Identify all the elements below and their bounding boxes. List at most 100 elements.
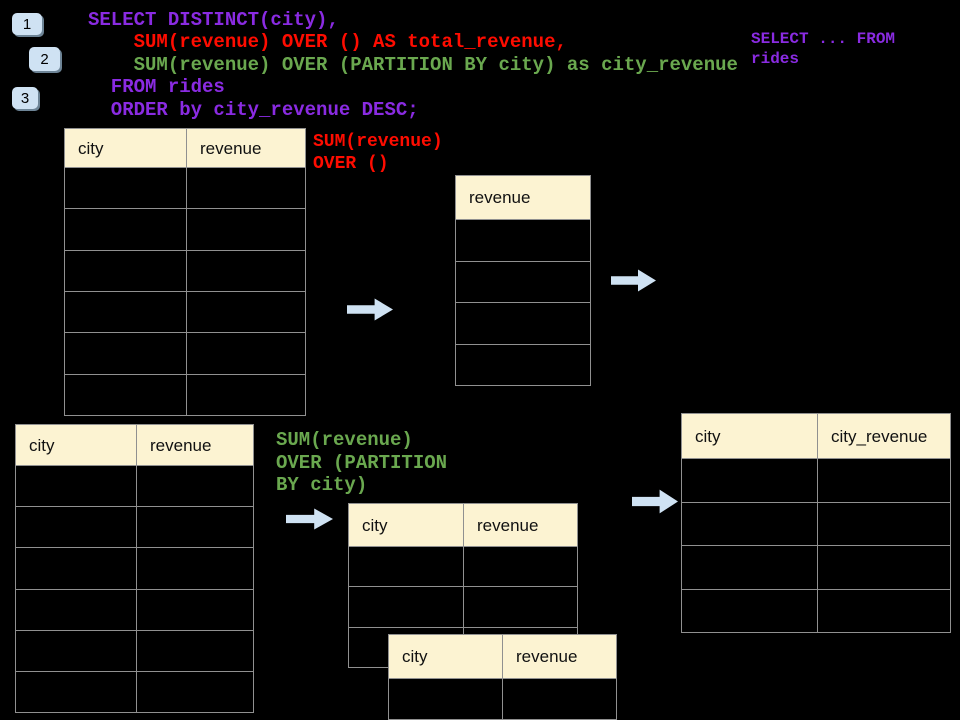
- arrow-right-icon: [286, 508, 333, 530]
- table-row: [349, 546, 577, 587]
- code-line: SELECT DISTINCT(city),: [88, 9, 339, 31]
- empty-cell: [137, 466, 253, 506]
- code-line: BY city): [276, 474, 368, 496]
- result-table-city-revenue: city city_revenue: [681, 413, 951, 633]
- empty-cell: [456, 345, 590, 386]
- empty-cell: [16, 671, 137, 713]
- empty-cell: [818, 546, 950, 589]
- empty-cell: [65, 250, 187, 291]
- column-header-revenue: revenue: [150, 435, 212, 455]
- column-header-city_revenue: city_revenue: [831, 426, 928, 446]
- empty-cell: [187, 168, 305, 208]
- column-header-city: city: [65, 129, 187, 167]
- table-header-row: city revenue: [389, 635, 616, 678]
- empty-cell: [187, 209, 305, 249]
- code-line: OVER (PARTITION: [276, 451, 448, 474]
- empty-cell: [818, 459, 950, 502]
- table-row: [65, 208, 305, 250]
- empty-cell: [682, 502, 818, 545]
- empty-cell: [389, 679, 503, 719]
- step-badge-2: 2: [29, 47, 60, 71]
- empty-cell: [187, 333, 305, 373]
- table-row: [456, 219, 590, 261]
- result-table-revenue: revenue: [455, 175, 591, 386]
- empty-cell: [187, 375, 305, 415]
- empty-cell: [456, 220, 590, 261]
- column-header-city: city: [349, 504, 464, 546]
- table-row: [16, 670, 253, 713]
- empty-cell: [16, 507, 137, 548]
- code-line: SUM(revenue) OVER (PARTITION BY city) as…: [88, 53, 738, 76]
- empty-cell: [65, 291, 187, 333]
- step-badge-1: 1: [12, 13, 42, 35]
- arrow-right-icon: [632, 489, 678, 514]
- empty-cell: [456, 303, 590, 344]
- empty-cell: [137, 672, 253, 712]
- column-header-revenue: revenue: [200, 138, 262, 158]
- step-badge-3: 3: [12, 87, 38, 109]
- code-line: SELECT ... FROM: [751, 30, 896, 48]
- table-row: [16, 465, 253, 507]
- empty-cell: [503, 679, 616, 719]
- column-header-revenue: revenue: [516, 647, 578, 666]
- column-header-revenue: revenue: [469, 188, 531, 207]
- column-header-city: city: [16, 425, 137, 465]
- partition-table-city-revenue: city revenue: [348, 503, 578, 668]
- table-header-row: city city_revenue: [682, 414, 950, 458]
- table-row: [65, 249, 305, 291]
- empty-cell: [456, 262, 590, 303]
- empty-cell: [818, 503, 950, 546]
- code-line: OVER (): [313, 154, 389, 174]
- column-header-city: city: [682, 414, 818, 458]
- empty-cell: [16, 466, 137, 507]
- empty-cell: [65, 168, 187, 209]
- code-line: SUM(revenue): [313, 132, 443, 152]
- table-row: [16, 506, 253, 548]
- empty-cell: [187, 251, 305, 291]
- table-row: [16, 588, 253, 630]
- total-revenue-window-label: SUM(revenue)OVER (): [313, 131, 443, 175]
- table-row: [16, 629, 253, 671]
- arrow-right-icon: [347, 298, 393, 321]
- table-header-row: city revenue: [16, 425, 253, 465]
- empty-cell: [137, 548, 253, 588]
- empty-cell: [65, 209, 187, 250]
- sql-query-code: SELECT DISTINCT(city), SUM(revenue) OVER…: [88, 9, 738, 121]
- empty-cell: [137, 507, 253, 547]
- table-row: [65, 167, 305, 209]
- source-table-city-revenue-2: city revenue: [15, 424, 254, 713]
- table-row: [65, 373, 305, 415]
- table-row: [389, 678, 616, 719]
- empty-cell: [682, 546, 818, 589]
- code-line: SUM(revenue): [276, 429, 413, 451]
- table-header-row: city revenue: [65, 129, 305, 167]
- empty-cell: [65, 333, 187, 374]
- source-table-city-revenue: city revenue: [64, 128, 306, 416]
- column-header-revenue: revenue: [477, 515, 539, 535]
- empty-cell: [349, 547, 464, 587]
- table-row: [456, 260, 590, 303]
- partition-table-city-revenue-overlay: city revenue: [388, 634, 617, 720]
- code-line: ORDER by city_revenue DESC;: [88, 98, 419, 121]
- empty-cell: [65, 374, 187, 415]
- column-header-city: city: [389, 635, 503, 678]
- table-row: [65, 290, 305, 333]
- empty-cell: [464, 587, 577, 626]
- table-row: [682, 458, 950, 502]
- empty-cell: [464, 547, 577, 586]
- table-row: [65, 332, 305, 374]
- table-header-row: city revenue: [349, 504, 577, 546]
- empty-cell: [137, 631, 253, 671]
- table-row: [682, 501, 950, 546]
- empty-cell: [137, 590, 253, 630]
- empty-cell: [16, 548, 137, 589]
- code-line: FROM rides: [88, 76, 225, 99]
- empty-cell: [682, 459, 818, 502]
- table-row: [349, 586, 577, 627]
- empty-cell: [16, 589, 137, 630]
- empty-cell: [818, 590, 950, 633]
- code-line: SUM(revenue) OVER () AS total_revenue,: [88, 31, 567, 54]
- table-row: [682, 545, 950, 589]
